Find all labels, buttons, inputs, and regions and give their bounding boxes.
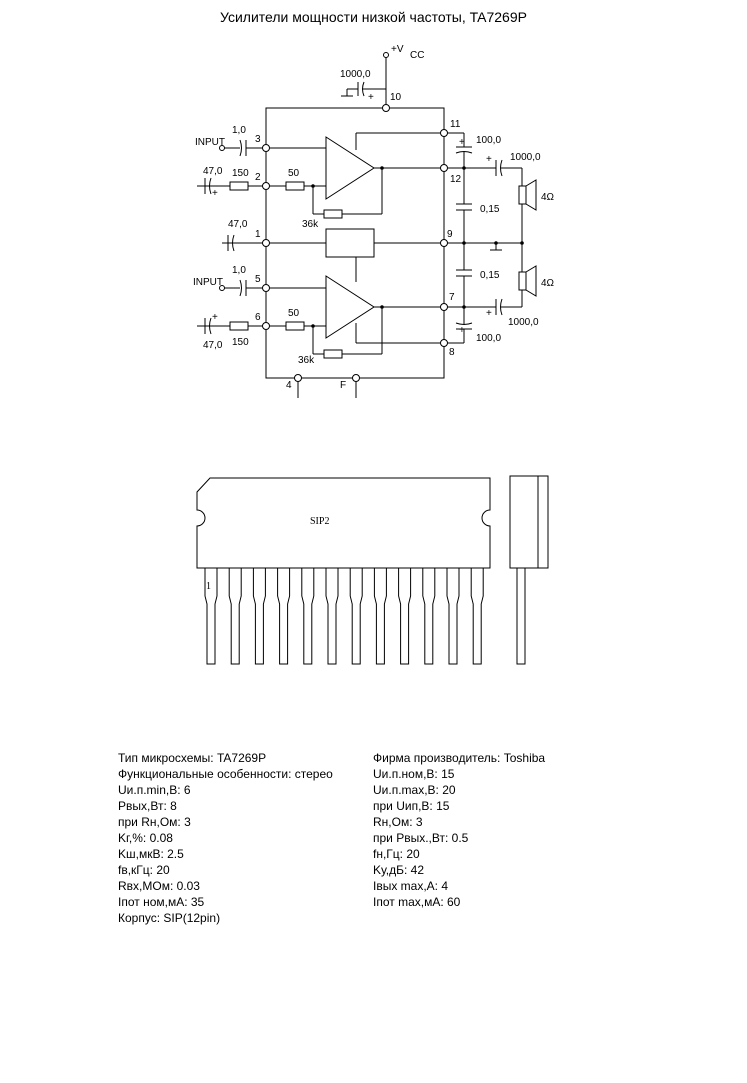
spec-line: Kг,%: 0.08	[118, 831, 173, 845]
svg-text:100,0: 100,0	[476, 333, 501, 344]
svg-text:7: 7	[449, 292, 455, 303]
spec-line: Uи.п.max,В: 20	[373, 783, 456, 797]
svg-text:1000,0: 1000,0	[510, 152, 541, 163]
svg-text:36k: 36k	[298, 355, 315, 366]
package-lead	[470, 568, 484, 665]
spec-line: Корпус: SIP(12pin)	[118, 911, 221, 925]
spec-line: Kш,мкВ: 2.5	[118, 847, 184, 861]
spec-line: Kу,дБ: 42	[373, 863, 425, 877]
svg-text:5: 5	[255, 274, 261, 285]
pin-1-label: 1	[206, 581, 211, 592]
package-lead	[301, 568, 315, 665]
svg-text:+: +	[459, 325, 465, 336]
circuit-schematic: +V CC 1000,0 + 10 11 12 9 7 8 3 2 1 5 6 …	[193, 44, 555, 398]
svg-text:1,0: 1,0	[232, 125, 246, 136]
package-side-view	[509, 475, 549, 569]
svg-text:+: +	[212, 312, 218, 323]
spec-line: при Pвых.,Вт: 0.5	[373, 831, 469, 845]
svg-text:0,15: 0,15	[480, 270, 500, 281]
package-lead	[277, 568, 291, 665]
package-name: SIP2	[310, 516, 329, 527]
package-lead	[252, 568, 266, 665]
svg-text:1,0: 1,0	[232, 265, 246, 276]
amplifier-1	[325, 136, 375, 200]
package-lead	[398, 568, 412, 665]
package-lead	[325, 568, 339, 665]
svg-text:50: 50	[288, 168, 300, 179]
package-lead	[228, 568, 242, 665]
speaker-2	[518, 271, 527, 291]
spec-line: fв,кГц: 20	[118, 863, 170, 877]
spec-line: Rвх,МОм: 0.03	[118, 879, 200, 893]
svg-text:1000,0: 1000,0	[340, 69, 371, 80]
svg-text:+: +	[486, 308, 492, 319]
svg-text:+: +	[368, 92, 374, 103]
spec-line: Uи.п.ном,В: 15	[373, 767, 455, 781]
svg-text:2: 2	[255, 172, 261, 183]
svg-text:8: 8	[449, 347, 455, 358]
package-lead	[422, 568, 436, 665]
svg-text:+: +	[486, 154, 492, 165]
svg-text:+V: +V	[391, 44, 404, 55]
package-lead	[204, 568, 218, 665]
svg-text:47,0: 47,0	[203, 340, 223, 351]
svg-text:4Ω: 4Ω	[541, 278, 555, 289]
specs-right-column: Фирма производитель: Toshiba Uи.п.ном,В:…	[373, 750, 638, 910]
svg-text:0,15: 0,15	[480, 204, 500, 215]
svg-text:1: 1	[255, 229, 261, 240]
package-lead	[446, 568, 460, 665]
package-drawing: SIP2 1	[196, 475, 549, 665]
svg-text:12: 12	[450, 174, 462, 185]
specs-left-column: Тип микросхемы: TA7269P Функциональные о…	[118, 750, 368, 926]
spec-line: Фирма производитель: Toshiba	[373, 751, 546, 765]
svg-text:9: 9	[447, 229, 453, 240]
svg-text:4: 4	[286, 380, 292, 391]
spec-line: Функциональные особенности: стерео	[118, 767, 333, 781]
svg-text:11: 11	[450, 119, 461, 130]
spec-line: Uи.п.min,В: 6	[118, 783, 191, 797]
svg-text:1000,0: 1000,0	[508, 317, 539, 328]
svg-text:50: 50	[288, 308, 300, 319]
svg-text:4Ω: 4Ω	[541, 192, 555, 203]
speaker-1	[518, 185, 527, 205]
spec-line: Тип микросхемы: TA7269P	[118, 751, 267, 765]
svg-text:F: F	[340, 380, 346, 391]
svg-text:10: 10	[390, 92, 402, 103]
svg-text:47,0: 47,0	[203, 166, 223, 177]
spec-line: Rн,Ом: 3	[373, 815, 423, 829]
svg-text:47,0: 47,0	[228, 219, 248, 230]
spec-line: Pвых,Вт: 8	[118, 799, 177, 813]
svg-text:+: +	[212, 188, 218, 199]
bias-block	[325, 228, 375, 258]
svg-text:100,0: 100,0	[476, 135, 501, 146]
package-lead	[373, 568, 387, 665]
svg-text:150: 150	[232, 337, 249, 348]
page-title: Усилители мощности низкой частоты, TA726…	[220, 9, 527, 25]
spec-line: Iпот max,мА: 60	[373, 895, 461, 909]
spec-line: fн,Гц: 20	[373, 847, 420, 861]
spec-line: при Uип,В: 15	[373, 799, 450, 813]
svg-text:INPUT: INPUT	[193, 277, 223, 288]
svg-text:150: 150	[232, 168, 249, 179]
svg-text:6: 6	[255, 312, 261, 323]
package-lead	[349, 568, 363, 665]
spec-line: Iвых max,А: 4	[373, 879, 449, 893]
spec-line: Iпот ном,мА: 35	[118, 895, 205, 909]
svg-text:3: 3	[255, 134, 261, 145]
svg-text:+: +	[459, 137, 465, 148]
amplifier-2	[325, 275, 375, 339]
svg-text:CC: CC	[410, 50, 424, 61]
svg-text:36k: 36k	[302, 219, 319, 230]
svg-text:INPUT: INPUT	[195, 137, 225, 148]
spec-line: при Rн,Ом: 3	[118, 815, 191, 829]
